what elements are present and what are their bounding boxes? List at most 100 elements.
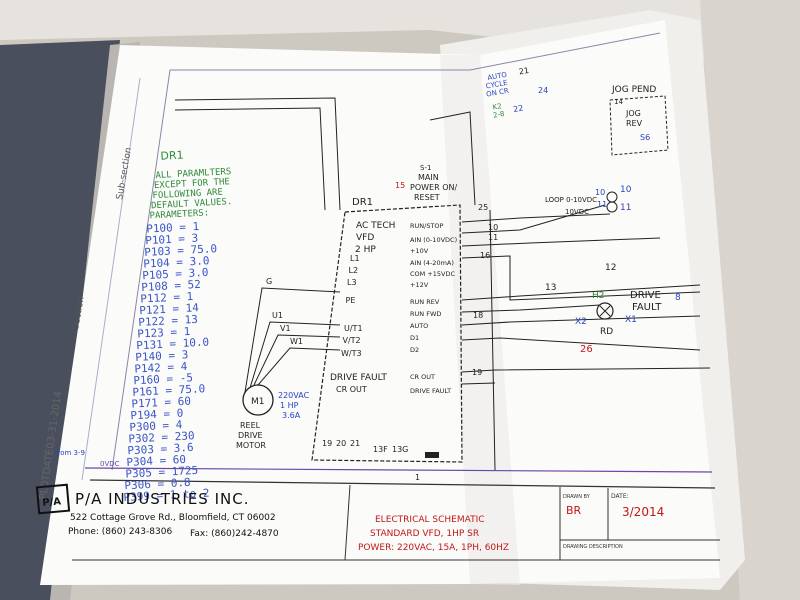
note-line-3: FOLLOWING ARE — [152, 188, 223, 202]
terminal-11 — [606, 201, 618, 213]
vfd-line-3: 2 HP — [355, 245, 376, 255]
frame-top — [170, 32, 661, 71]
pr-line-1: S-1 — [420, 164, 431, 172]
motor-line-2: 1 HP — [280, 401, 299, 410]
loop-t10: 10 — [620, 185, 632, 195]
df-rd: RD — [600, 327, 613, 337]
dip-switch — [425, 452, 439, 458]
motor-tag: M1 — [251, 397, 265, 407]
vfd-right-label-4: COM +15VDC — [410, 270, 455, 278]
wire-w1: W1 — [290, 337, 303, 346]
parameter-2: P103 = 75.0 — [144, 242, 217, 259]
vfd-right-label-11: CR OUT — [410, 373, 435, 381]
parameter-9: P123 = 1 — [137, 325, 191, 341]
book-cover — [0, 40, 120, 600]
pr-num: 15 — [395, 181, 405, 190]
vfd-right-label-12: DRIVE FAULT — [410, 387, 451, 395]
company-address: 522 Cottage Grove Rd., Bloomfield, CT 06… — [70, 513, 276, 523]
wire-num-25: 25 — [478, 203, 488, 212]
parameter-21: P305 = 1725 — [125, 464, 198, 481]
tb-line-3: POWER: 220VAC, 15A, 1PH, 60HZ — [358, 543, 509, 553]
parameter-4: P105 = 3.0 — [142, 266, 209, 282]
wire-num-10: 10 — [488, 223, 498, 232]
parameter-18: P302 = 230 — [128, 429, 195, 445]
vfd-line-1: AC TECH — [356, 221, 395, 231]
df-n8: 8 — [675, 293, 681, 303]
vfd-right-label-3: AIN (4-20mA) — [410, 259, 454, 267]
df-line-2: FAULT — [632, 302, 662, 313]
ac-line-3: ON CR — [486, 87, 510, 99]
vfd-right-label-5: +12V — [410, 281, 429, 289]
jog-line-1: JOG — [625, 109, 641, 118]
ac-k8: 2-8 — [492, 110, 505, 120]
motor-block: M1 220VAC 1 HP 3.6A REEL DRIVE MOTOR G U… — [236, 277, 341, 450]
wire-num-12: 12 — [605, 263, 616, 273]
term-19: 19 — [322, 439, 332, 448]
wire-num-11: 11 — [488, 233, 498, 242]
page-fold-shadow — [440, 55, 520, 585]
main-page — [40, 20, 720, 585]
df-x1: X1 — [625, 315, 637, 325]
parameter-7: P121 = 14 — [139, 301, 200, 317]
vfd-right-label-2: +10V — [410, 247, 429, 255]
parameter-notes: DR1 ALL PARAMLTERS EXCEPT FOR THE FOLLOW… — [123, 149, 232, 504]
parameter-20: P304 = 60 — [126, 453, 186, 469]
jog-line-2: REV — [626, 119, 643, 128]
wire-num-16: 16 — [480, 251, 490, 260]
parameter-13: P160 = -5 — [133, 371, 193, 387]
loop-t10-left: 10 — [595, 188, 605, 197]
pr-line-4: RESET — [414, 193, 440, 202]
parameter-10: P131 = 10.0 — [136, 335, 209, 352]
company-phone: Phone: (860) 243-8306 — [68, 527, 172, 537]
motor-name-1: REEL — [240, 421, 261, 430]
parameter-12: P142 = 4 — [134, 360, 188, 376]
jog-title: JOG PEND — [611, 85, 656, 95]
wire-u1: U1 — [272, 311, 283, 320]
vfd-left-term-5: V/T2 — [343, 336, 361, 345]
vfd-left-term-0: L1 — [350, 254, 360, 263]
parameter-15: P171 = 60 — [131, 395, 191, 411]
motor-line-3: 3.6A — [282, 411, 301, 420]
auto-cycle-relay: AUTO CYCLE ON CR 21 K2 2-8 22 — [485, 66, 530, 120]
df-line-1: DRIVE — [630, 290, 661, 301]
parameter-17: P300 = 4 — [129, 418, 183, 434]
jog-s6: S6 — [640, 133, 650, 142]
vfd-right-label-0: RUN/STOP — [410, 222, 444, 230]
frame-left — [111, 69, 171, 471]
df-h2: H2 — [592, 291, 605, 301]
tb-date: 3/2014 — [622, 505, 664, 519]
parameter-11: P140 = 3 — [135, 348, 189, 364]
wire-num-19: 19 — [472, 368, 482, 377]
company-logo — [35, 483, 71, 515]
jog-pendant: JOG PEND JOG REV 14 S6 — [609, 85, 669, 156]
logo-text: P/A — [42, 496, 62, 509]
loop-t11-left: 11 — [597, 200, 607, 209]
term-13f: 13F — [373, 445, 388, 454]
tb-drawn-by: BR — [566, 504, 582, 517]
wire-num-26: 26 — [580, 344, 593, 355]
from-label: from 3-9 — [55, 449, 85, 457]
vfd-right-labels: RUN/STOP AIN (0-10VDC) +10V AIN (4-20mA) COM… — [410, 222, 457, 395]
vfd-right-label-1: AIN (0-10VDC) — [410, 236, 457, 244]
ac-num: 21 — [518, 66, 530, 77]
title-block: ELECTRICAL SCHEMATIC STANDARD VFD, 1HP S… — [358, 493, 664, 553]
note-line-1: ALL PARAMLTERS — [155, 167, 231, 181]
title-block-div1 — [344, 484, 351, 561]
ac-line-2: CYCLE — [485, 79, 508, 91]
ac-line-1: AUTO — [487, 71, 508, 82]
motor-name-3: MOTOR — [236, 441, 266, 450]
vfd-title: DR1 — [352, 197, 373, 208]
vfd-right-label-8: AUTO — [410, 322, 428, 330]
vfd-left-term-1: L2 — [349, 266, 359, 275]
ac-k2: K2 — [492, 102, 502, 111]
parameter-1: P101 = 3 — [145, 232, 199, 248]
tb-desc-label: DRAWING DESCRIPTION — [563, 544, 623, 550]
vfd-right-label-10: D2 — [410, 346, 419, 354]
vfd-left-term-2: L3 — [347, 278, 357, 287]
tb-line-1: ELECTRICAL SCHEMATIC — [375, 515, 485, 525]
pr-line-3: POWER ON/ — [410, 183, 457, 192]
parameter-22: P306 = 0.8 — [124, 476, 191, 492]
